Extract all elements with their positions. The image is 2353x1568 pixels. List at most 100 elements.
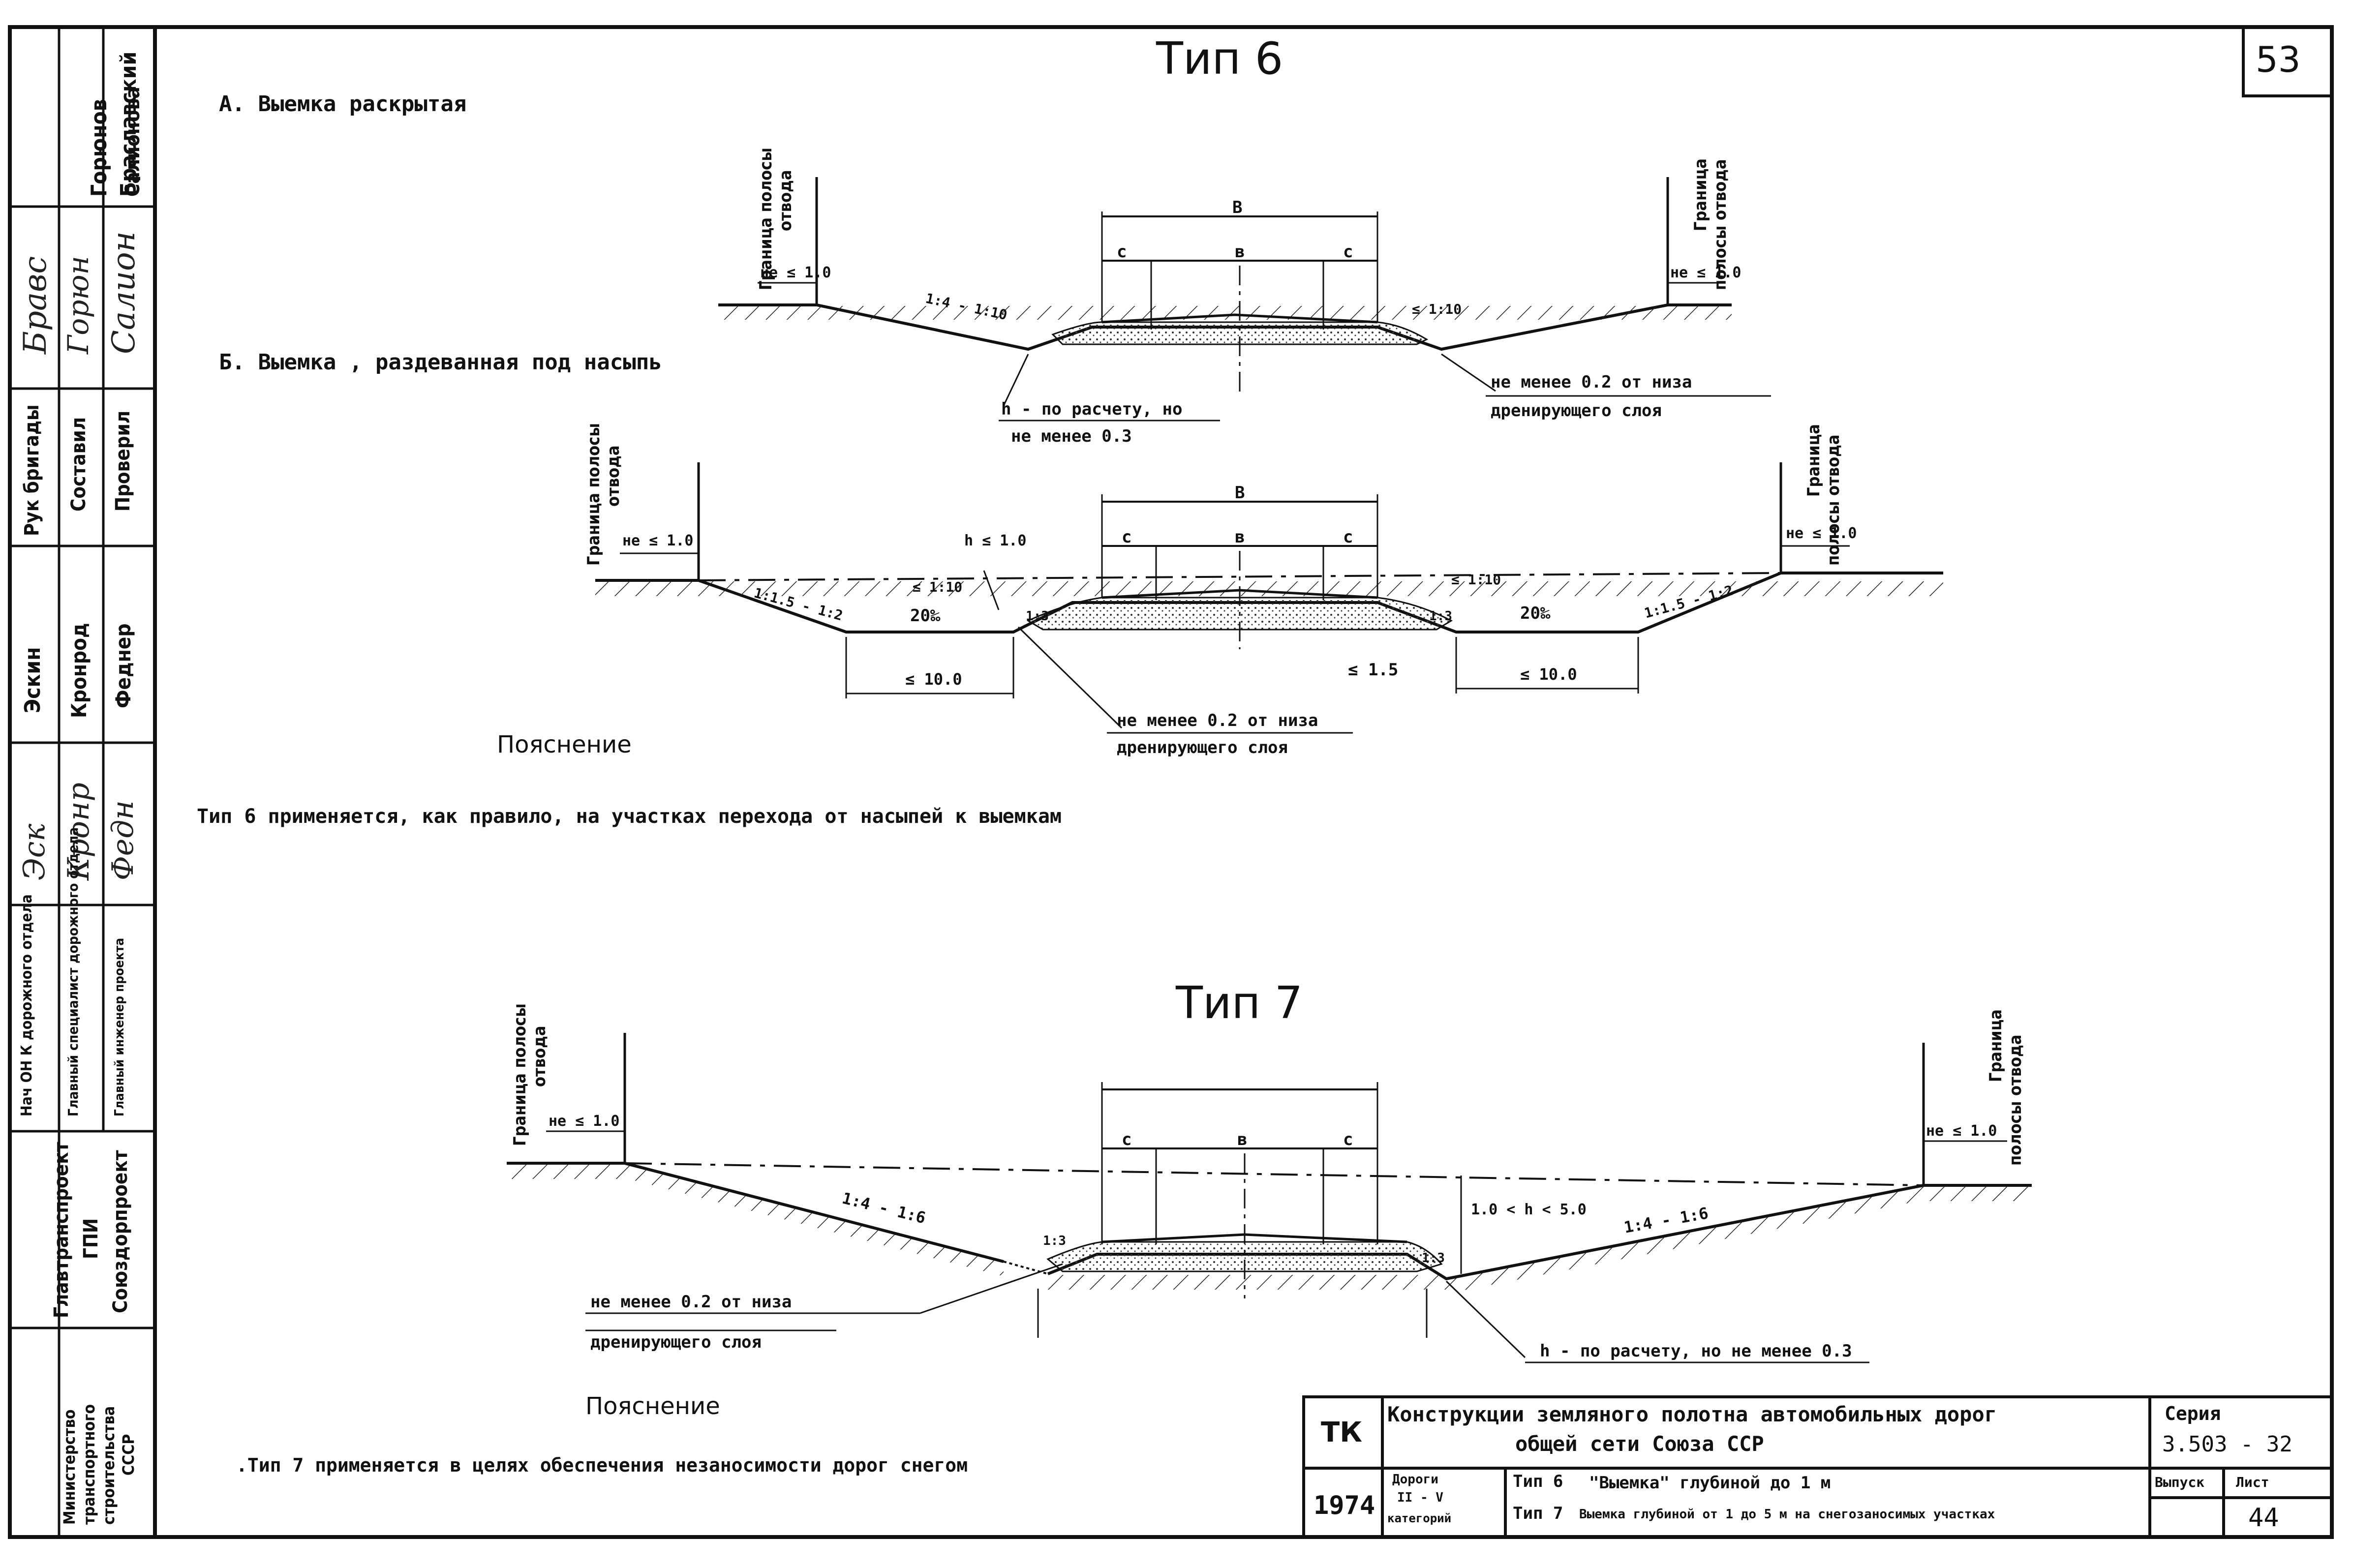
tb-type7-label: Тип 7: [1513, 1504, 1563, 1523]
type6-title: Тип 6: [1156, 33, 1283, 85]
type6a-boundary-left-2: отвода: [776, 170, 795, 231]
org-signature-1: Эск: [17, 823, 52, 880]
type7-explanation-title: Пояснение: [585, 1392, 720, 1420]
org-name-2: Кронрод: [67, 623, 91, 718]
type6b-drain-2: дренирующего слоя: [1117, 738, 1288, 757]
type6a-h-label-1: h - по расчету, но: [1001, 399, 1183, 419]
type7-slope-13-right: 1:3: [1422, 1251, 1445, 1266]
type6b-slope-left-top: ≤ 1:10: [913, 579, 963, 595]
type6b-ne-right: не ≤ 1.0: [1786, 525, 1857, 542]
tb-roads-2: II - V: [1397, 1490, 1443, 1505]
ministry-1: Министерство: [60, 1409, 79, 1525]
type6a-slope-right: ≤ 1:10: [1412, 301, 1462, 317]
type6-explanation-title: Пояснение: [497, 731, 632, 758]
type7-ne-right: не ≤ 1.0: [1926, 1122, 1997, 1140]
type7-h-label: h - по расчету, но не менее 0.3: [1540, 1341, 1852, 1361]
type6a-boundary-right-1: Граница: [1691, 158, 1711, 231]
type6b-c-right: с: [1343, 527, 1353, 547]
type7-boundary-left-2: отвода: [530, 1025, 550, 1087]
stamp-role-1: Рук бригады: [21, 404, 43, 536]
type6b-boundary-right-2: полосы отвода: [1824, 434, 1843, 566]
tb-sheet-label: Лист: [2236, 1474, 2269, 1490]
type6a-c-right: с: [1343, 242, 1353, 262]
type7-boundary-left-1: Граница полосы: [510, 1003, 530, 1146]
type6a-ne-left: не ≤ 1.0: [760, 264, 831, 281]
type7-boundary-right-1: Граница: [1986, 1009, 2006, 1082]
type6a-drain-1: не менее 0.2 от низа: [1491, 372, 1692, 392]
stamp-signature-1: Бравс: [17, 256, 54, 354]
tb-tk: ТК: [1321, 1417, 1362, 1448]
type6a-ne-right: не ≤ 1.0: [1670, 264, 1742, 281]
type7-depth: 1.0 < h < 5.0: [1471, 1201, 1587, 1218]
institute-2: ГПИ: [80, 1218, 102, 1259]
stamp-name-2: Горюнов: [87, 99, 112, 197]
tb-sheet-value: 44: [2248, 1503, 2279, 1533]
type7-explanation-text: .Тип 7 применяется в целях обеспечения н…: [236, 1454, 968, 1476]
institute-1: Главтранспроект: [50, 1142, 73, 1319]
type6b-le100-left: ≤ 10.0: [905, 670, 962, 689]
org-name-3: Феднер: [111, 623, 135, 708]
type7-c-left: с: [1122, 1130, 1132, 1149]
type6b-slope-13-right: 1:3: [1429, 609, 1452, 624]
stamp-role-3: Проверил: [112, 410, 134, 512]
org-signature-3: Федн: [106, 800, 140, 880]
tb-series-label: Серия: [2165, 1403, 2221, 1424]
tb-type6-label: Тип 6: [1513, 1472, 1563, 1491]
type6a-drain-2: дренирующего слоя: [1491, 401, 1662, 421]
type6b-le100-right: ≤ 10.0: [1520, 665, 1577, 684]
tb-main-title-1: Конструкции земляного полотна автомобиль…: [1387, 1402, 1997, 1426]
stamp-role-2: Составил: [67, 417, 90, 512]
tb-type6-text: "Выемка" глубиной до 1 м: [1589, 1473, 1831, 1493]
type7-slope-13-left: 1:3: [1043, 1234, 1066, 1248]
type6b-boundary-left-1: Граница полосы: [584, 423, 604, 566]
type6b-boundary-right-1: Граница: [1804, 424, 1824, 497]
tb-roads-3: категорий: [1387, 1511, 1452, 1525]
institute-3: Союздорпроект: [109, 1150, 132, 1313]
type6b-boundary-left-2: отвода: [604, 445, 623, 507]
org-name-1: Эскин: [20, 647, 45, 713]
type6a-B: В: [1232, 198, 1243, 217]
type6b-c-left: с: [1122, 527, 1132, 547]
stamp-name-3-visible: Салионова: [122, 87, 144, 197]
type6b-n-le: h ≤ 1.0: [964, 532, 1027, 549]
tb-year: 1974: [1314, 1491, 1375, 1520]
type6b-grade-right: 20‰: [1520, 603, 1551, 623]
stamp-signature-3: Салион: [106, 231, 142, 354]
type6a-c-left: с: [1117, 242, 1127, 262]
tb-main-title-2: общей сети Союза ССР: [1515, 1432, 1764, 1456]
type7-c-right: с: [1343, 1130, 1353, 1149]
title-block-grid: [1302, 1395, 2333, 1538]
type6b-cross-section: [595, 462, 1943, 734]
page-number: 53: [2256, 39, 2301, 80]
ministry-2: транспортного: [80, 1404, 98, 1525]
org-position-2: Главный специалист дорожного отдела: [65, 827, 81, 1116]
ministry-3: строительства: [99, 1406, 118, 1525]
type6b-le15: ≤ 1.5: [1348, 660, 1399, 680]
type7-drain-1: не менее 0.2 от низа: [590, 1292, 792, 1312]
tb-issue-label: Выпуск: [2155, 1474, 2205, 1490]
type6b-B: В: [1235, 483, 1245, 503]
tb-type7-text: Выемка глубиной от 1 до 5 м на снегозано…: [1579, 1507, 1995, 1522]
stamp-signature-2: Горюн: [61, 256, 95, 354]
type6a-h-label-2: не менее 0.3: [1011, 426, 1132, 446]
type7-title: Тип 7: [1176, 977, 1303, 1029]
type7-boundary-right-2: полосы отвода: [2006, 1034, 2025, 1166]
type6b-grade-left: 20‰: [910, 606, 941, 626]
org-position-1: Нач ОН К дорожного отдела: [18, 894, 35, 1116]
ministry-4: СССР: [119, 1434, 138, 1476]
sheet-frame: [8, 25, 2334, 1539]
org-position-3: Главный инженер проекта: [112, 937, 127, 1116]
left-stamp-grid: [10, 27, 155, 1537]
type6a-b: в: [1235, 242, 1245, 262]
type7-b: в: [1237, 1130, 1248, 1149]
type6b-slope-right-top: ≤ 1:10: [1451, 572, 1501, 588]
tb-roads-1: Дороги: [1392, 1472, 1438, 1487]
type7-drain-2: дренирующего слоя: [590, 1332, 762, 1352]
type6-explanation-text: Тип 6 применяется, как правило, на участ…: [197, 805, 1062, 828]
type6a-heading: А. Выемка раскрытая: [219, 91, 467, 117]
type6b-drain-1: не менее 0.2 от низа: [1117, 711, 1318, 730]
type6b-slope-13-left: 1:3: [1026, 609, 1049, 624]
type7-cross-section: [507, 1033, 2032, 1363]
